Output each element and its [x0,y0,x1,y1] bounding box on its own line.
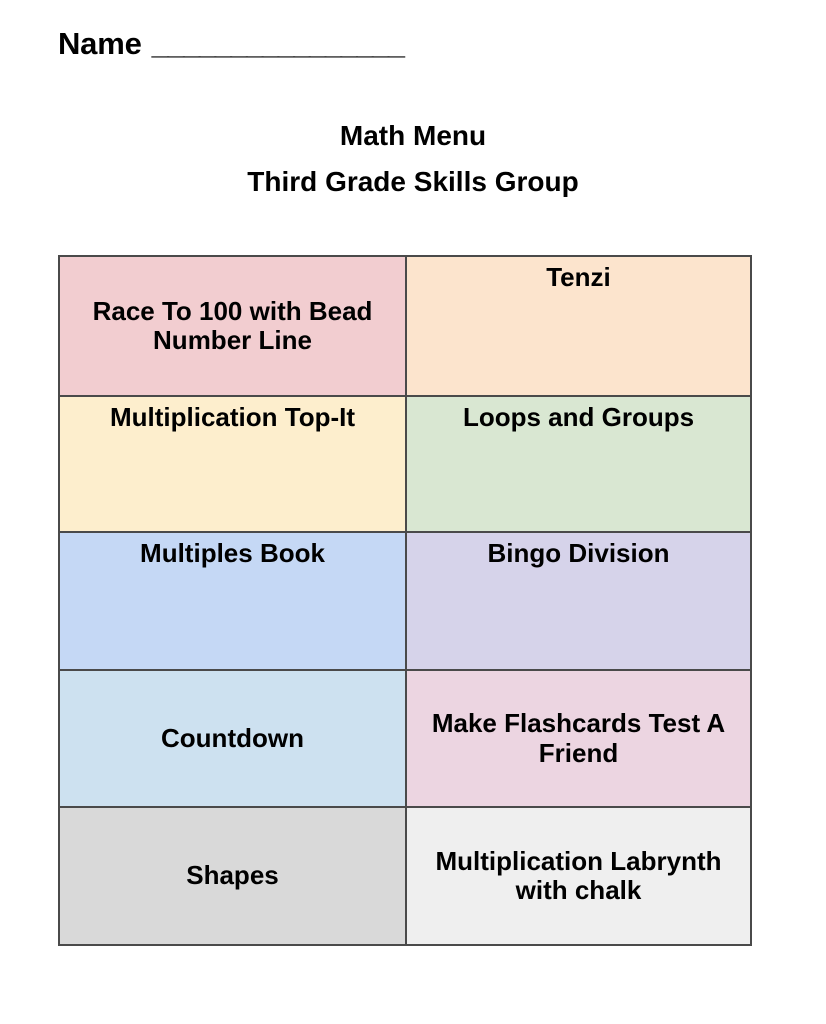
table-row: Shapes Multiplication Labrynth with chal… [58,806,752,946]
menu-cell-multiplication-labrynth[interactable]: Multiplication Labrynth with chalk [405,806,752,946]
menu-cell-make-flashcards[interactable]: Make Flashcards Test A Friend [405,669,752,808]
menu-cell-multiples-book[interactable]: Multiples Book [58,531,407,671]
menu-cell-shapes[interactable]: Shapes [58,806,407,946]
name-label: Name [58,26,142,61]
menu-cell-countdown[interactable]: Countdown [58,669,407,808]
title-line-2: Third Grade Skills Group [247,166,579,197]
menu-cell-tenzi[interactable]: Tenzi [405,255,752,397]
math-menu-table: Race To 100 with Bead Number Line Tenzi … [58,255,752,946]
table-row: Multiples Book Bingo Division [58,531,752,671]
menu-cell-loops-and-groups[interactable]: Loops and Groups [405,395,752,533]
menu-cell-bingo-division[interactable]: Bingo Division [405,531,752,671]
page-title: Math Menu Third Grade Skills Group [0,122,826,196]
title-line-1: Math Menu [339,120,487,151]
menu-cell-race-to-100[interactable]: Race To 100 with Bead Number Line [58,255,407,397]
table-row: Countdown Make Flashcards Test A Friend [58,669,752,808]
name-field-row: Name ________________ [58,26,405,62]
menu-cell-multiplication-top-it[interactable]: Multiplication Top-It [58,395,407,533]
name-blank-line: ________________ [151,26,405,61]
table-row: Multiplication Top-It Loops and Groups [58,395,752,533]
table-row: Race To 100 with Bead Number Line Tenzi [58,255,752,397]
